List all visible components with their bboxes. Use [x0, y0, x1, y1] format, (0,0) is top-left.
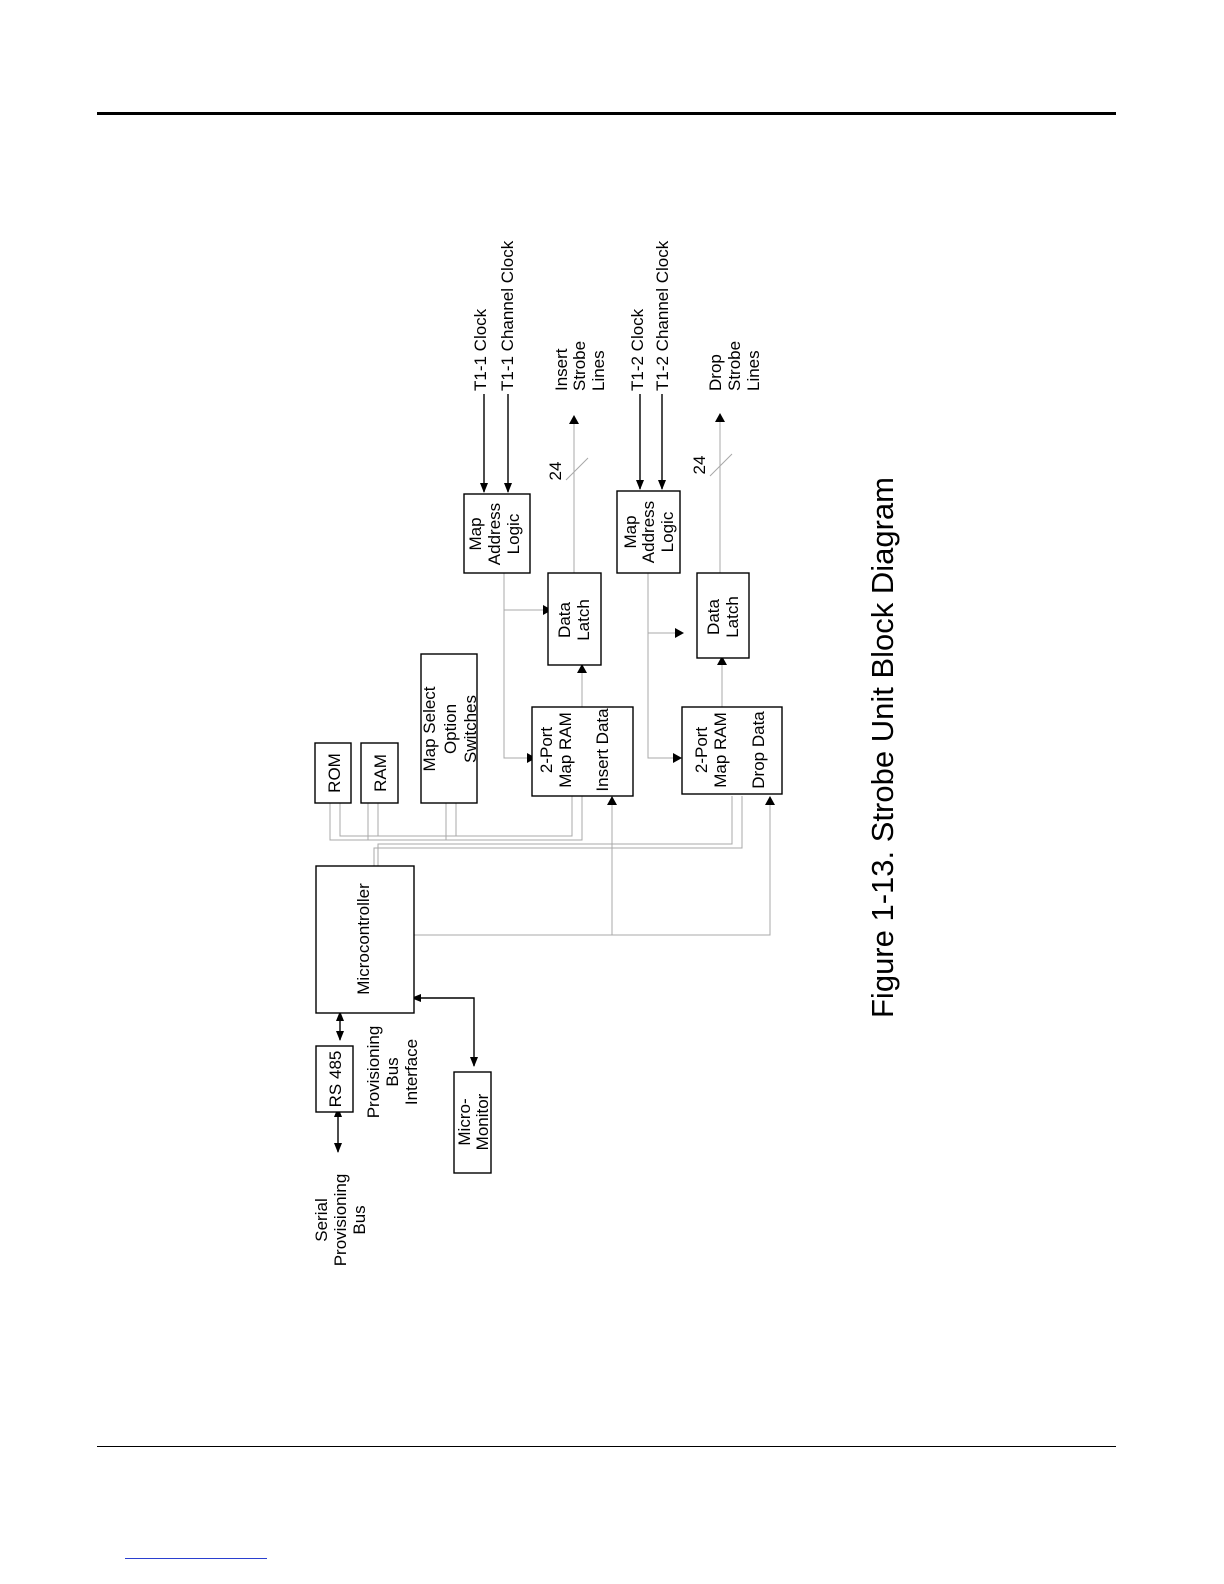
- data-latch-2-block: Data Latch: [696, 572, 750, 659]
- svg-text:Address: Address: [639, 501, 658, 563]
- map-address-logic-1-block: Map Address Logic: [463, 493, 531, 574]
- svg-text:Micro-: Micro-: [455, 1098, 474, 1145]
- svg-text:Logic: Logic: [504, 513, 523, 554]
- bus-lines: [329, 418, 771, 936]
- arrowheads: [527, 413, 775, 805]
- serial-provisioning-bus-label: Serial Provisioning Bus: [312, 1174, 369, 1267]
- svg-text:Latch: Latch: [723, 596, 742, 638]
- svg-text:ROM: ROM: [325, 753, 344, 793]
- svg-text:Interface: Interface: [402, 1039, 421, 1105]
- svg-text:Monitor: Monitor: [473, 1093, 492, 1150]
- footer-link-underline: [125, 1558, 267, 1559]
- svg-text:Data: Data: [704, 599, 723, 635]
- t1-1-clock-label: T1-1 Clock: [471, 308, 490, 391]
- dual-port-ram-insert-block: 2-Port Map RAM Insert Data: [531, 706, 634, 797]
- bus-width-2-label: 24: [690, 456, 709, 475]
- footer-rule: [97, 1446, 1116, 1447]
- micro-monitor-block: Micro- Monitor: [453, 1071, 492, 1174]
- header-rule: [97, 112, 1116, 115]
- t1-1-channel-clock-label: T1-1 Channel Clock: [498, 240, 517, 391]
- svg-text:Option: Option: [441, 704, 460, 754]
- map-select-switches-block: Map Select Option Switches: [420, 653, 480, 804]
- svg-text:Provisioning: Provisioning: [364, 1026, 383, 1119]
- svg-text:Insert Data: Insert Data: [593, 708, 612, 792]
- figure-caption: Figure 1-13. Strobe Unit Block Diagram: [865, 477, 900, 1018]
- svg-text:RAM: RAM: [371, 754, 390, 792]
- svg-text:Strobe: Strobe: [570, 341, 589, 391]
- svg-text:Map: Map: [466, 517, 485, 550]
- provisioning-bus-interface-label: Provisioning Bus Interface: [364, 1026, 421, 1119]
- svg-text:RS 485: RS 485: [326, 1051, 345, 1108]
- svg-text:Drop: Drop: [706, 354, 725, 391]
- svg-text:Provisioning: Provisioning: [331, 1174, 350, 1267]
- svg-text:Map Select: Map Select: [420, 686, 439, 771]
- drop-strobe-lines-label: Drop Strobe Lines: [706, 341, 763, 391]
- dual-port-ram-drop-block: 2-Port Map RAM Drop Data: [681, 706, 783, 795]
- svg-text:Address: Address: [485, 503, 504, 565]
- svg-text:Map RAM: Map RAM: [711, 712, 730, 788]
- svg-text:2-Port: 2-Port: [537, 727, 556, 774]
- svg-text:Bus: Bus: [383, 1057, 402, 1086]
- svg-text:Switches: Switches: [461, 695, 480, 763]
- svg-text:Map: Map: [621, 515, 640, 548]
- data-latch-1-block: Data Latch: [547, 572, 602, 666]
- ram-block: RAM: [360, 742, 399, 804]
- svg-text:Lines: Lines: [589, 350, 608, 391]
- bus-width-1-label: 24: [546, 462, 565, 481]
- rs485-block: RS 485: [315, 1045, 354, 1113]
- svg-text:Latch: Latch: [574, 599, 593, 641]
- black-arrows: [334, 394, 666, 1153]
- svg-text:Lines: Lines: [744, 350, 763, 391]
- svg-text:Strobe: Strobe: [725, 341, 744, 391]
- svg-text:Drop Data: Drop Data: [749, 711, 768, 789]
- svg-text:Insert: Insert: [552, 348, 571, 391]
- insert-strobe-lines-label: Insert Strobe Lines: [552, 341, 608, 391]
- rom-block: ROM: [314, 742, 352, 804]
- svg-text:Map RAM: Map RAM: [556, 712, 575, 788]
- map-address-logic-2-block: Map Address Logic: [616, 490, 681, 574]
- t1-2-clock-label: T1-2 Clock: [628, 308, 647, 391]
- microcontroller-block: Microcontroller: [315, 865, 415, 1014]
- t1-2-channel-clock-label: T1-2 Channel Clock: [653, 240, 672, 391]
- svg-text:Microcontroller: Microcontroller: [354, 883, 373, 995]
- svg-text:2-Port: 2-Port: [692, 727, 711, 774]
- svg-text:Serial: Serial: [312, 1198, 331, 1241]
- svg-text:Logic: Logic: [658, 511, 677, 552]
- svg-text:Data: Data: [555, 602, 574, 638]
- svg-text:Bus: Bus: [350, 1205, 369, 1234]
